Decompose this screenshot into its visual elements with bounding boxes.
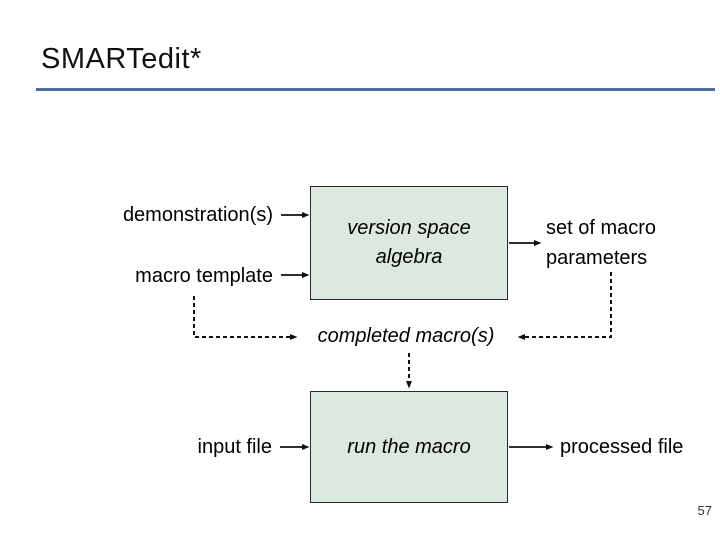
page-number: 57 (697, 503, 712, 518)
label-input-file: input file (197, 436, 273, 458)
label-set-of-macro-parameters: set of macro parameters (546, 217, 657, 269)
dashed-arrow-macro-template-to-completed-icon (193, 296, 298, 340)
slide-title: SMARTedit* (41, 43, 202, 75)
label-completed-macros: completed macro(s) (317, 325, 495, 347)
label-processed-file: processed file (560, 436, 684, 458)
box-version-space-algebra: version space algebra (310, 186, 508, 300)
box-run-the-macro: run the macro (310, 391, 508, 503)
dashed-arrow-parameters-to-completed-icon (517, 272, 612, 340)
label-demonstrations: demonstration(s) (122, 204, 273, 226)
label-macro-template: macro template (135, 265, 273, 287)
title-underline-rule (36, 88, 715, 91)
